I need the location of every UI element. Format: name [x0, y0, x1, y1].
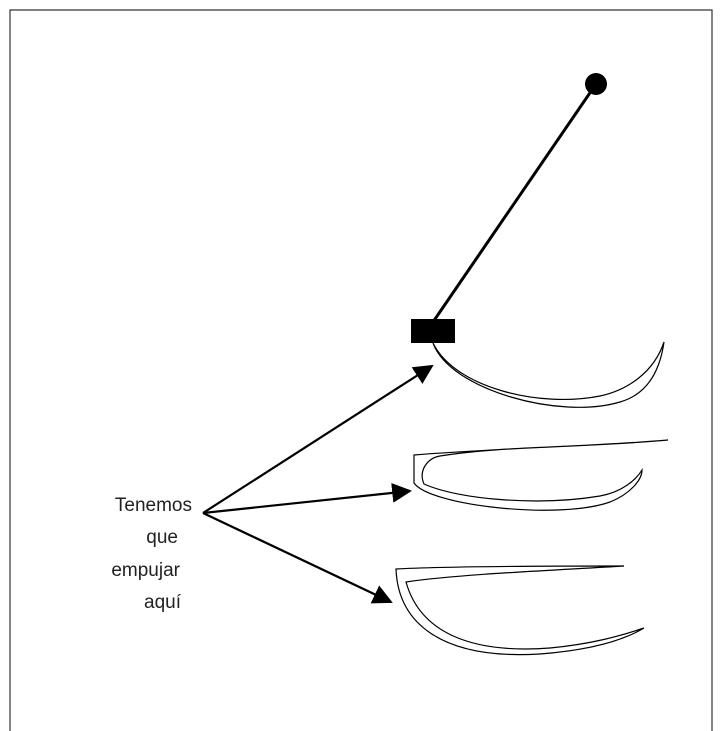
label-line-3: empujar	[111, 560, 180, 581]
blade-middle	[413, 439, 669, 511]
diagram-frame	[9, 9, 713, 731]
arrow-to-bottom-blade	[202, 512, 393, 604]
lever-knob-icon	[585, 73, 607, 95]
arrow-to-lever-base	[202, 364, 434, 514]
arrow-to-middle-blade	[202, 483, 412, 515]
label-line-1: Tenemos	[115, 495, 192, 516]
blade-top	[432, 341, 665, 408]
blade-bottom	[395, 565, 645, 656]
label-line-4: aquí	[144, 592, 182, 613]
push-here-label: Tenemos que empujar aquí	[111, 495, 196, 613]
label-line-2: que	[146, 527, 178, 548]
lever-clamp-icon	[411, 319, 455, 343]
lever-shaft	[431, 83, 598, 323]
